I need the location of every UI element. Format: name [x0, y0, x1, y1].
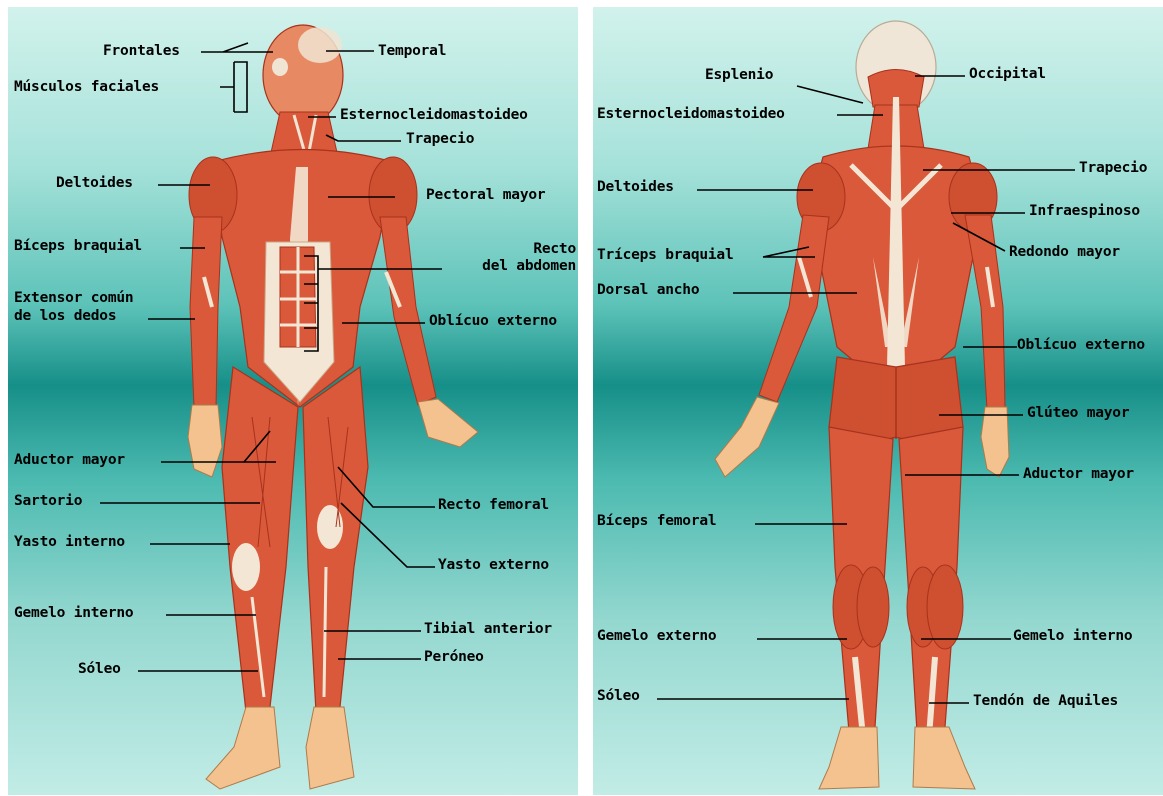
- back-figure-shapes: [715, 21, 1009, 789]
- label-esternocleidomastoideo: Esternocleidomastoideo: [340, 107, 528, 124]
- label-trapecio: Trapecio: [406, 131, 474, 148]
- label-extensor-line1: Extensor común: [14, 290, 133, 307]
- label-tendon-de-aquiles: Tendón de Aquiles: [973, 693, 1118, 710]
- label-esplenio: Esplenio: [705, 67, 773, 84]
- label-occipital: Occipital: [969, 66, 1046, 83]
- label-trapecio: Trapecio: [1079, 160, 1147, 177]
- label-recto-femoral: Recto femoral: [438, 497, 549, 514]
- label-aductor-mayor: Aductor mayor: [1023, 466, 1134, 483]
- label-deltoides: Deltoides: [56, 175, 133, 192]
- label-yasto-interno: Yasto interno: [14, 534, 125, 551]
- label-dorsal-ancho: Dorsal ancho: [597, 282, 699, 299]
- label-gemelo-interno: Gemelo interno: [1013, 628, 1132, 645]
- label-biceps-braquial: Bíceps braquial: [14, 238, 142, 255]
- back-view-panel: Esplenio Occipital Esternocleidomastoide…: [593, 7, 1163, 795]
- label-aductor-mayor: Aductor mayor: [14, 452, 125, 469]
- label-biceps-femoral: Bíceps femoral: [597, 513, 716, 530]
- front-view-panel: Frontales Temporal Músculos faciales Est…: [8, 7, 578, 795]
- label-gemelo-interno: Gemelo interno: [14, 605, 133, 622]
- label-extensor-line2: de los dedos: [14, 308, 116, 325]
- label-recto-abdomen-line1: Recto: [448, 241, 576, 258]
- label-frontales: Frontales: [103, 43, 180, 60]
- label-esternocleidomastoideo: Esternocleidomastoideo: [597, 106, 785, 123]
- label-obliculo-externo: Oblícuo externo: [1017, 337, 1145, 354]
- label-redondo-mayor: Redondo mayor: [1009, 244, 1120, 261]
- label-sartorio: Sartorio: [14, 493, 82, 510]
- label-recto-abdomen-line2: del abdomen: [428, 258, 576, 275]
- label-soleo: Sóleo: [78, 661, 121, 678]
- label-deltoides: Deltoides: [597, 179, 674, 196]
- label-tibial-anterior: Tibial anterior: [424, 621, 552, 638]
- label-pectoral-mayor: Pectoral mayor: [426, 187, 545, 204]
- label-soleo: Sóleo: [597, 688, 640, 705]
- label-obliculo-externo: Oblícuo externo: [429, 313, 557, 330]
- label-triceps-braquial: Tríceps braquial: [597, 247, 733, 264]
- label-gemelo-externo: Gemelo externo: [597, 628, 716, 645]
- label-gluteo-mayor: Glúteo mayor: [1027, 405, 1129, 422]
- label-yasto-externo: Yasto externo: [438, 557, 549, 574]
- label-infraespinoso: Infraespinoso: [1029, 203, 1140, 220]
- back-body-figure: [593, 7, 1163, 795]
- label-musculos-faciales: Músculos faciales: [14, 79, 159, 96]
- label-temporal: Temporal: [378, 43, 446, 60]
- label-peroneo: Peróneo: [424, 649, 484, 666]
